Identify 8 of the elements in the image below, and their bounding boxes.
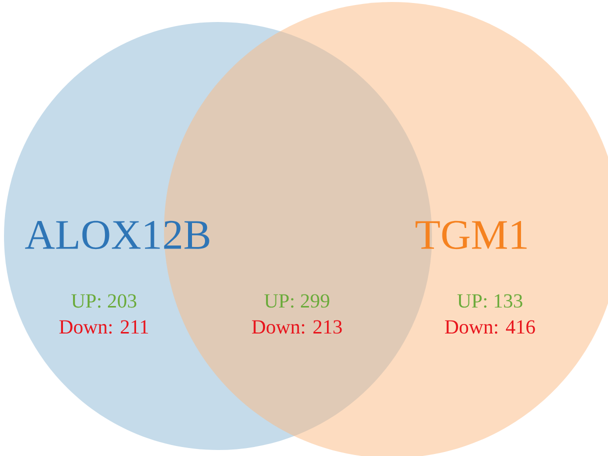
count-label: Down: 213 — [252, 320, 342, 334]
count-label: UP: 203 — [71, 294, 136, 308]
set-label: TGM1 — [416, 220, 527, 250]
count-label: Down: 211 — [59, 320, 148, 334]
count-label: Down: 416 — [445, 320, 535, 334]
count-label: UP: 299 — [264, 294, 330, 308]
set-label: ALOX12B — [25, 220, 210, 250]
count-label: UP: 133 — [457, 294, 522, 308]
